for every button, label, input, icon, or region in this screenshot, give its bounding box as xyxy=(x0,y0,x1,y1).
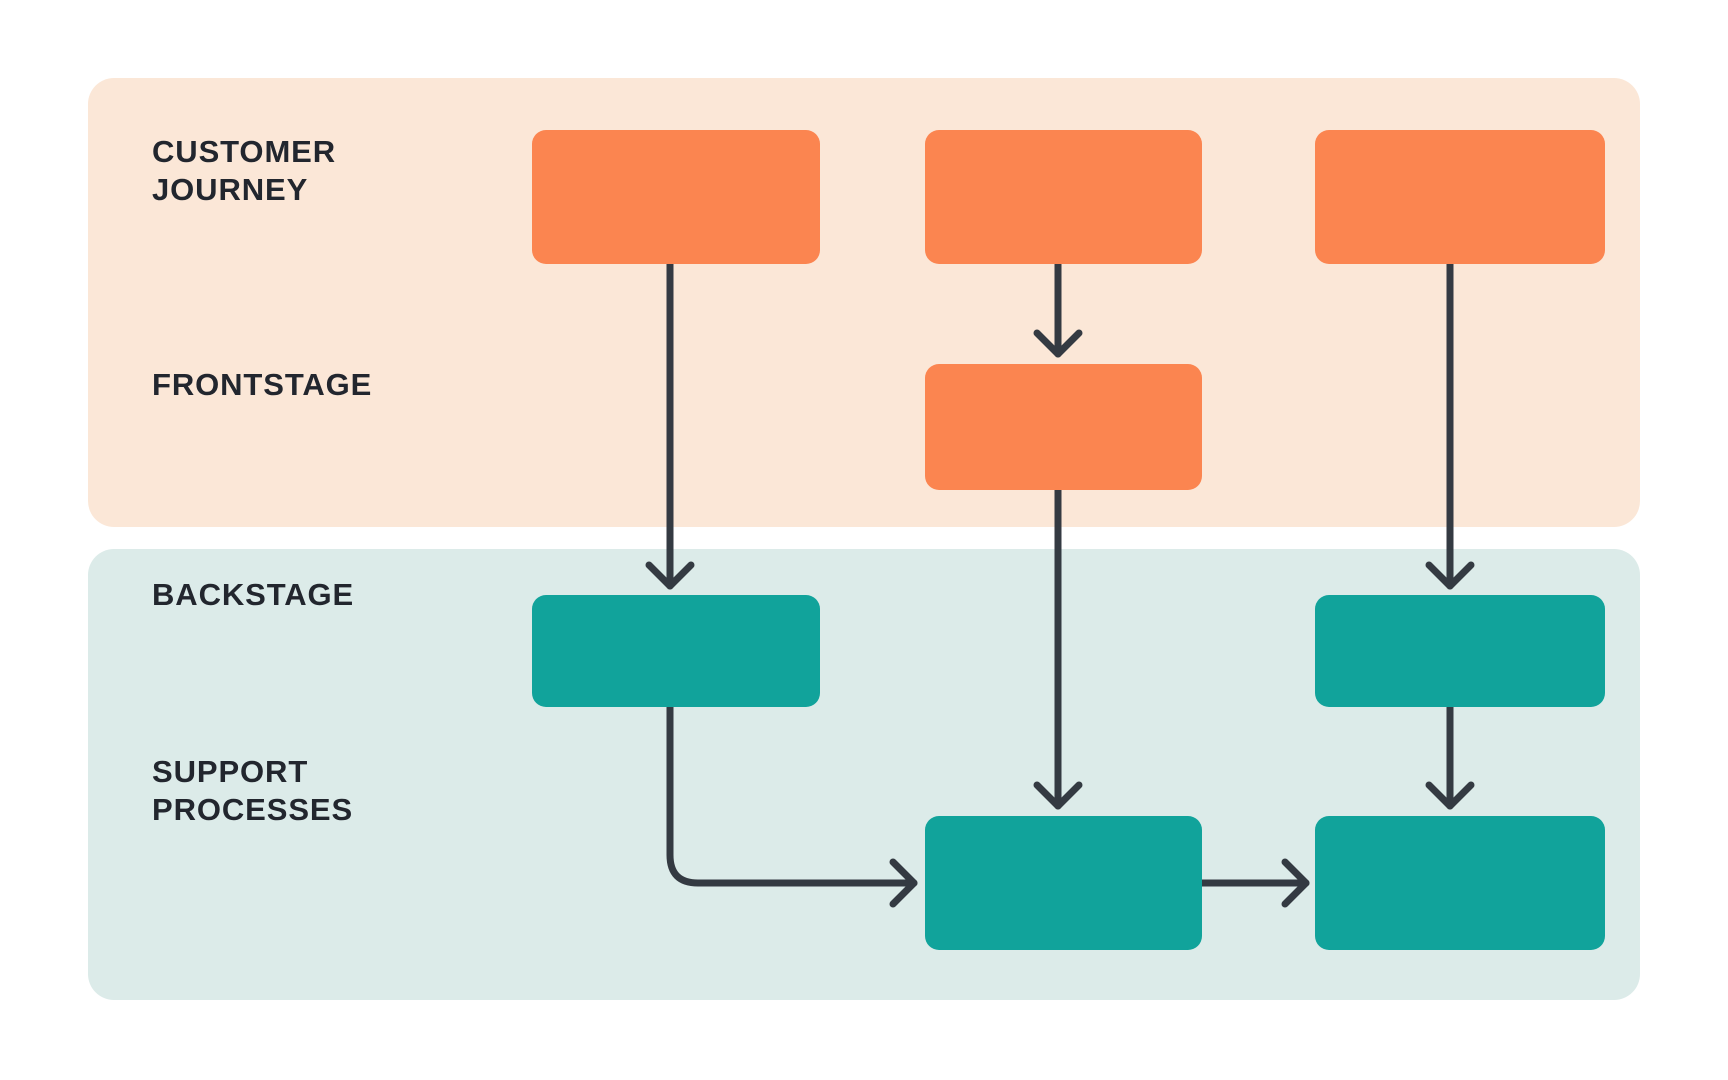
node-customer-journey-1[interactable] xyxy=(532,130,820,264)
lane-label-backstage: BACKSTAGE xyxy=(152,577,355,612)
lane-label-frontstage: FRONTSTAGE xyxy=(152,367,373,402)
lane-label-customer-journey: CUSTOMER JOURNEY xyxy=(152,134,337,207)
node-backstage-2[interactable] xyxy=(1315,595,1605,707)
node-support-process-1[interactable] xyxy=(925,816,1202,950)
node-customer-journey-3[interactable] xyxy=(1315,130,1605,264)
node-backstage-1[interactable] xyxy=(532,595,820,707)
node-customer-journey-2[interactable] xyxy=(925,130,1202,264)
node-support-process-2[interactable] xyxy=(1315,816,1605,950)
lane-label-support-processes: SUPPORT PROCESSES xyxy=(152,754,354,827)
node-frontstage-1[interactable] xyxy=(925,364,1202,490)
